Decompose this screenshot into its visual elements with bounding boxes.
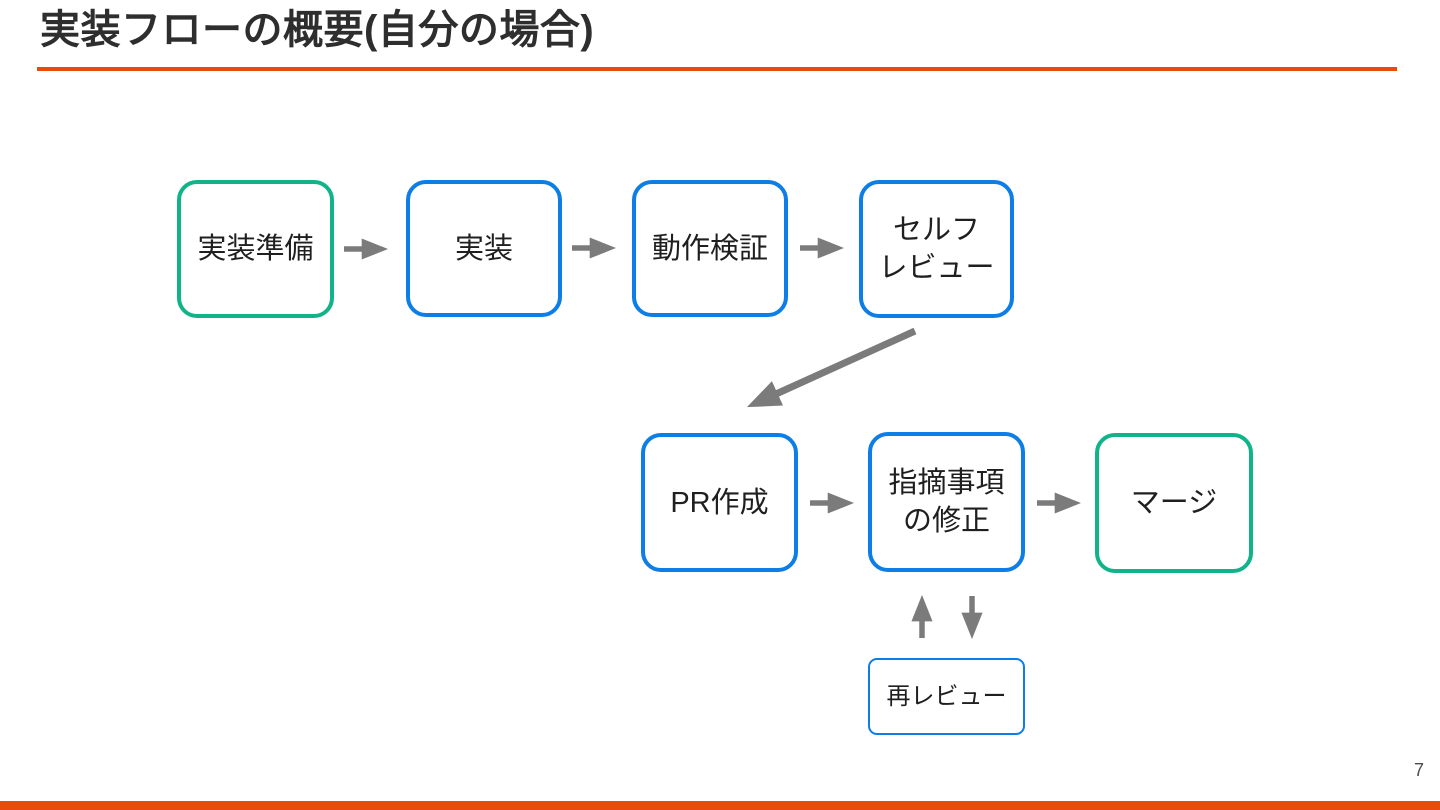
flow-node-self-review-label: セルフ レビュー [878, 214, 995, 284]
flow-node-verify-label: 動作検証 [651, 232, 768, 265]
flow-node-re-review-label: 再レビュー [886, 682, 1007, 710]
title-underline [37, 67, 1397, 71]
flow-node-prep: 実装準備 [177, 180, 334, 318]
flow-node-create-pr-label: PR作成 [670, 486, 769, 519]
page-number: 7 [1413, 760, 1424, 780]
flow-node-fix-feedback: 指摘事項 の修正 [868, 432, 1025, 572]
flow-node-merge: マージ [1095, 433, 1253, 573]
flow-node-re-review: 再レビュー [868, 658, 1025, 735]
flow-node-create-pr: PR作成 [641, 433, 798, 572]
flow-node-implement-label: 実装 [454, 232, 513, 265]
slide-title: 実装フローの概要(自分の場合) [40, 8, 595, 52]
flow-node-fix-feedback-label: 指摘事項 の修正 [888, 467, 1005, 537]
arrow-self-review-to-create-pr-icon [746, 327, 917, 408]
flow-node-prep-label: 実装準備 [197, 233, 314, 265]
flow-node-implement: 実装 [406, 180, 562, 317]
flow-node-verify: 動作検証 [632, 180, 788, 317]
bottom-accent-bar [0, 801, 1440, 810]
flow-node-self-review: セルフ レビュー [859, 180, 1014, 318]
flow-node-merge-label: マージ [1130, 487, 1218, 519]
